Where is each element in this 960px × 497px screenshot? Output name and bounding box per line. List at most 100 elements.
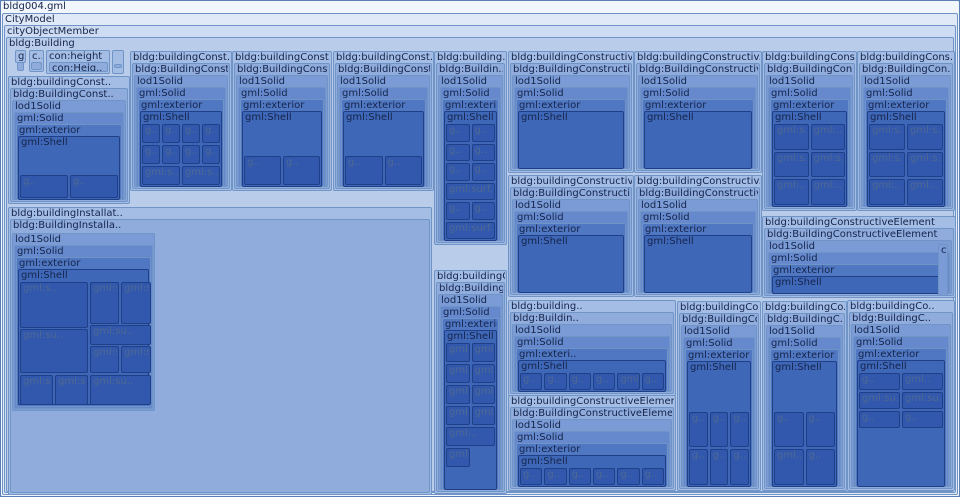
treemap-node-gml-s[interactable]: gml:s.. — [907, 124, 943, 150]
treemap-node-gml[interactable]: gml.. — [446, 406, 470, 425]
treemap-node-gml-s[interactable]: gml:s.. — [182, 166, 220, 185]
treemap-node-g[interactable]: g.. — [568, 468, 591, 485]
treemap-node-gml[interactable]: gml:.. — [869, 179, 905, 205]
treemap-node-gml[interactable]: gml.. — [902, 373, 943, 390]
treemap-node-g[interactable]: g.. — [617, 468, 640, 485]
treemap-node-g[interactable]: g.. — [471, 163, 495, 181]
treemap-node-label: gml:exterior — [519, 100, 581, 111]
treemap-node-gml-surf[interactable]: gml:surf.. — [446, 182, 495, 200]
treemap-node-gml-surf[interactable]: gml:surf.. — [446, 221, 495, 239]
treemap-node-g[interactable]: g.. — [283, 155, 320, 185]
treemap-node-c[interactable]: c.. — [938, 244, 948, 296]
treemap-node-g[interactable]: g.. — [471, 143, 495, 161]
treemap-node-gml[interactable]: gml.. — [471, 364, 495, 383]
treemap-node-g[interactable]: g.. — [730, 411, 749, 448]
treemap-node-node[interactable] — [17, 62, 24, 71]
treemap-node-g[interactable]: g.. — [162, 145, 180, 164]
treemap-node-g[interactable]: g.. — [202, 124, 220, 143]
treemap-node-g[interactable]: g.. — [689, 449, 708, 485]
treemap-node-gml-su[interactable]: gml:su.. — [90, 282, 119, 324]
treemap-node-g[interactable]: g.. — [689, 411, 708, 448]
treemap-node-gml-s[interactable]: gml:s.. — [20, 282, 88, 328]
treemap-node-g[interactable]: g.. — [593, 373, 616, 390]
treemap-node-g[interactable]: g.. — [70, 174, 118, 198]
treemap-node-g[interactable]: g.. — [182, 145, 200, 164]
treemap-node-g[interactable]: g.. — [162, 124, 180, 143]
treemap-node-g[interactable]: g.. — [520, 468, 543, 485]
treemap-node-gml-su[interactable]: gml:su.. — [859, 392, 900, 409]
treemap-node-gml-s[interactable]: gml:s.. — [774, 124, 809, 150]
treemap-node-g[interactable]: g.. — [446, 124, 470, 142]
treemap-node-g[interactable]: g.. — [182, 124, 200, 143]
treemap-node-g[interactable]: g.. — [471, 202, 495, 220]
treemap-node-g[interactable]: g.. — [568, 373, 591, 390]
treemap-node-gml-su[interactable]: gml:su.. — [90, 346, 119, 373]
treemap-node-g[interactable]: g.. — [446, 143, 470, 161]
treemap-node-g[interactable]: g.. — [709, 449, 729, 485]
treemap-node-g[interactable]: g.. — [446, 163, 470, 181]
treemap-node-gml-su[interactable]: gml:su.. — [20, 375, 53, 405]
treemap-node-g[interactable]: g.. — [202, 145, 220, 164]
treemap-node-gml-surfac[interactable]: gml:surfac.. — [446, 343, 470, 362]
treemap-node-g[interactable]: g.. — [384, 155, 422, 185]
treemap-node-g[interactable]: g.. — [730, 449, 749, 485]
treemap-node-g[interactable]: g.. — [520, 373, 543, 390]
treemap-node-g[interactable]: g.. — [544, 373, 567, 390]
treemap-node-gml-shell[interactable]: gml:Shell — [644, 235, 752, 293]
treemap-node-gml-s[interactable]: gml:s.. — [869, 151, 905, 178]
treemap-node-gml-su[interactable]: gml:su.. — [90, 375, 151, 405]
treemap-node-g[interactable]: g.. — [142, 145, 160, 164]
treemap-node-gml[interactable]: gml:.. — [907, 179, 943, 205]
treemap-node-gml-su[interactable]: gml:su.. — [902, 392, 943, 409]
treemap-node-gml[interactable]: gml:.. — [774, 179, 809, 205]
treemap-node-g[interactable]: g.. — [593, 468, 616, 485]
treemap-node-gml-su[interactable]: gml:su.. — [121, 346, 151, 373]
treemap-node-gml[interactable]: gml:.. — [446, 427, 495, 446]
treemap-node-gml-su[interactable]: gml:su.. — [446, 448, 470, 467]
treemap-node-node[interactable] — [114, 64, 122, 68]
treemap-node-gml-shell[interactable]: gml:Shell — [644, 111, 752, 169]
treemap-node-g[interactable]: g.. — [859, 373, 900, 390]
treemap-node-gml-su[interactable]: gml:su.. — [20, 329, 88, 373]
treemap-node-node[interactable] — [112, 50, 124, 74]
treemap-node-gml[interactable]: gml:.. — [810, 124, 845, 150]
treemap-node-gml-s[interactable]: gml:s.. — [907, 151, 943, 178]
treemap-node-gml-su[interactable]: gml:su.. — [55, 375, 88, 405]
treemap-node-g[interactable]: g.. — [20, 174, 68, 198]
treemap-node-gml-shell[interactable]: gml:Shell — [772, 276, 946, 294]
treemap-node-gml[interactable]: gml:.. — [471, 406, 495, 425]
treemap-node-gml-s[interactable]: gml:s.. — [810, 151, 845, 178]
treemap-node-gml-su[interactable]: gml:su.. — [90, 325, 151, 345]
treemap-node-g[interactable]: g.. — [902, 411, 943, 428]
treemap-node-g[interactable]: g.. — [345, 155, 383, 185]
treemap-node-gml-surf[interactable]: gml:surf.. — [446, 385, 470, 404]
treemap-node-g[interactable]: g.. — [446, 202, 470, 220]
treemap-node-g[interactable]: g.. — [142, 124, 160, 143]
treemap-node-gml-shell[interactable]: gml:Shell — [518, 455, 666, 487]
treemap-node-gml-su[interactable]: gml:su.. — [121, 282, 151, 324]
treemap-node-g[interactable]: g.. — [471, 124, 495, 142]
treemap-node-g[interactable]: g.. — [709, 411, 729, 448]
treemap-node-g[interactable]: g.. — [805, 449, 835, 485]
treemap-node-gml-shell[interactable]: gml:Shell — [518, 111, 624, 169]
treemap-node-g[interactable]: g.. — [774, 411, 804, 448]
treemap-node-gml-s[interactable]: gml:s.. — [774, 151, 809, 178]
treemap-node-gml[interactable]: gml.. — [471, 385, 495, 404]
treemap-node-gml-s[interactable]: gml:s.. — [869, 124, 905, 150]
treemap-node-con-heig[interactable]: con:Heig.. — [49, 62, 108, 72]
treemap-node-g[interactable]: g.. — [859, 411, 900, 428]
treemap-node-gml-surf[interactable]: gml:surf.. — [617, 373, 640, 390]
treemap-node-g[interactable]: g.. — [805, 411, 835, 448]
treemap-node-node[interactable] — [31, 62, 42, 70]
treemap-node-g[interactable]: g.. — [641, 468, 664, 485]
treemap-node-g[interactable]: g.. — [641, 373, 664, 390]
treemap-node-gml[interactable]: gml.. — [774, 449, 804, 485]
treemap-node-gml-shell[interactable]: gml:Shell — [518, 235, 624, 293]
treemap-node-gml[interactable]: gml:.. — [810, 179, 845, 205]
treemap-node-g[interactable]: g.. — [244, 155, 281, 185]
treemap-node-gml-shell[interactable]: gml:Shell — [518, 360, 666, 392]
treemap-node-gml[interactable]: gml.. — [446, 364, 470, 383]
treemap-node-g[interactable]: g.. — [544, 468, 567, 485]
treemap-node-gml-s[interactable]: gml:s.. — [142, 166, 180, 185]
treemap-node-gml-surfac[interactable]: gml:surfac.. — [471, 343, 495, 362]
